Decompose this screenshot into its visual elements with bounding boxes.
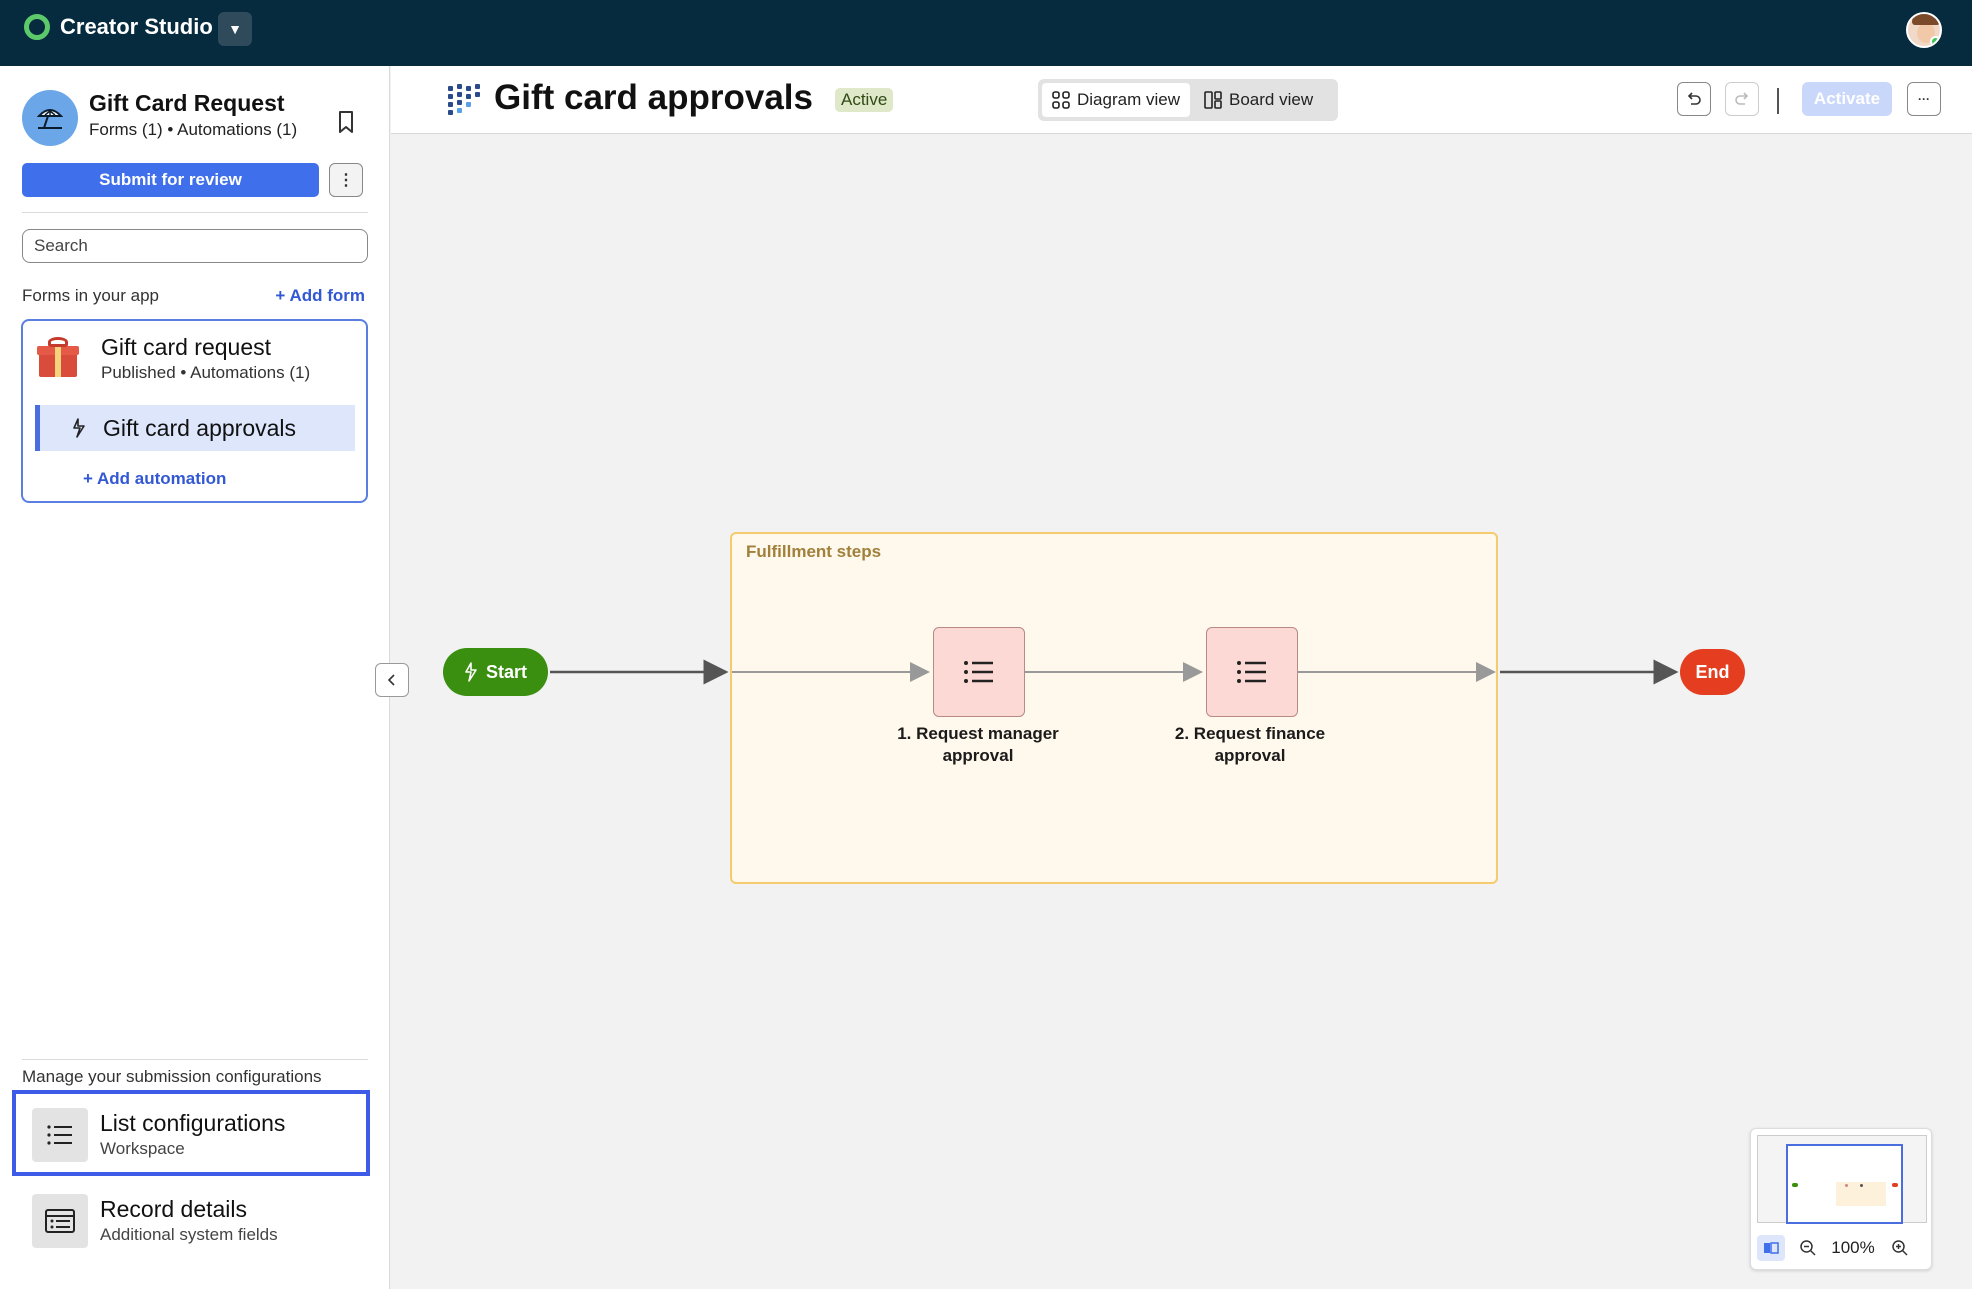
zoom-level: 100% xyxy=(1831,1238,1875,1257)
sidebar: Gift Card Request Forms (1) • Automation… xyxy=(0,66,390,1289)
diagram-icon xyxy=(1052,91,1070,109)
bookmark-icon[interactable] xyxy=(334,108,358,136)
zoom-out-button[interactable] xyxy=(1793,1235,1823,1261)
add-automation-link[interactable]: + Add automation xyxy=(83,469,227,488)
task-list-icon xyxy=(1237,661,1266,683)
top-bar: Creator Studio ▼ xyxy=(0,0,1972,66)
forms-section-label: Forms in your app xyxy=(22,286,159,305)
start-node[interactable]: Start xyxy=(443,648,548,696)
step-node-request-finance-approval[interactable] xyxy=(1206,627,1298,717)
start-label: Start xyxy=(485,661,527,682)
tab-label: Board view xyxy=(1229,90,1314,109)
form-title: Gift card request xyxy=(101,334,272,360)
toolbar-separator xyxy=(1777,88,1779,114)
swimlane-label: Fulfillment steps xyxy=(746,542,882,561)
automation-label: Gift card approvals xyxy=(103,414,297,441)
caret-down-icon: ▼ xyxy=(228,21,242,37)
main-header: Gift card approvals Active Diagram view … xyxy=(391,66,1972,134)
zoom-out-icon xyxy=(1800,1240,1816,1256)
swimlane-fulfillment-steps[interactable] xyxy=(730,532,1498,884)
automation-bolt-icon xyxy=(73,418,85,438)
tab-board-view[interactable]: Board view xyxy=(1194,83,1322,117)
map-icon xyxy=(1764,1242,1779,1254)
minimap-end xyxy=(1892,1183,1898,1187)
brand-name: Creator Studio xyxy=(60,14,213,39)
app-title: Gift Card Request xyxy=(89,90,285,116)
list-configurations-item[interactable]: List configurations Workspace xyxy=(12,1090,370,1176)
app-subtitle: Forms (1) • Automations (1) xyxy=(89,120,298,139)
step-label-line: 1. Request manager xyxy=(897,724,1059,743)
more-options-button[interactable]: ⋮ xyxy=(329,163,363,197)
step-label-line: 2. Request finance xyxy=(1174,724,1326,743)
add-form-link[interactable]: + Add form xyxy=(275,286,365,305)
divider xyxy=(22,1059,368,1060)
more-actions-button[interactable]: ··· xyxy=(1907,82,1941,116)
config-subtitle: Workspace xyxy=(100,1139,185,1158)
config-title: List configurations xyxy=(100,1110,286,1136)
task-list-icon xyxy=(964,661,993,683)
app-switcher-dropdown[interactable]: ▼ xyxy=(218,12,252,46)
minimap: 100% xyxy=(1750,1128,1932,1270)
step-label: 2. Request finance approval xyxy=(1150,723,1350,767)
submit-for-review-button[interactable]: Submit for review xyxy=(22,163,319,197)
undo-icon xyxy=(1687,92,1701,105)
form-subtitle: Published • Automations (1) xyxy=(101,363,311,382)
config-subtitle: Additional system fields xyxy=(100,1225,278,1244)
minimap-step xyxy=(1860,1184,1863,1187)
view-toggle: Diagram view Board view xyxy=(1038,79,1338,121)
brand[interactable]: Creator Studio xyxy=(24,14,213,40)
step-node-request-manager-approval[interactable] xyxy=(933,627,1025,717)
page-title: Gift card approvals xyxy=(494,78,813,117)
form-card[interactable]: Gift card request Published • Automation… xyxy=(21,319,368,503)
search-input[interactable] xyxy=(22,229,368,263)
collapse-sidebar-button[interactable] xyxy=(375,663,409,697)
zoom-in-button[interactable] xyxy=(1885,1235,1915,1261)
list-icon xyxy=(32,1108,88,1162)
brand-logo-icon xyxy=(24,14,50,40)
app-icon xyxy=(22,90,78,146)
zoom-in-icon xyxy=(1892,1240,1908,1256)
minimap-controls: 100% xyxy=(1757,1233,1927,1263)
kebab-icon: ⋮ xyxy=(338,172,354,189)
automation-item-gift-card-approvals[interactable]: Gift card approvals xyxy=(35,405,355,451)
user-avatar[interactable] xyxy=(1906,12,1942,48)
end-node[interactable]: End xyxy=(1680,649,1745,695)
status-badge: Active xyxy=(835,88,894,112)
avatar-hair xyxy=(1912,14,1940,25)
divider xyxy=(22,212,368,213)
minimap-toggle-button[interactable] xyxy=(1757,1235,1785,1261)
bolt-icon xyxy=(465,662,477,682)
redo-button[interactable] xyxy=(1725,82,1759,116)
record-details-item[interactable]: Record details Additional system fields xyxy=(12,1176,370,1262)
minimap-start xyxy=(1792,1183,1798,1187)
beach-umbrella-icon xyxy=(36,109,64,129)
online-status-icon xyxy=(1930,36,1940,46)
redo-icon xyxy=(1735,92,1749,105)
manage-configurations-label: Manage your submission configurations xyxy=(22,1067,322,1086)
step-label-line: approval xyxy=(1214,746,1286,765)
end-label: End xyxy=(1695,661,1730,682)
step-label: 1. Request manager approval xyxy=(878,723,1078,767)
chevron-left-icon xyxy=(387,674,395,686)
tab-label: Diagram view xyxy=(1077,90,1180,109)
gift-icon xyxy=(37,335,79,377)
step-label-line: approval xyxy=(942,746,1014,765)
undo-button[interactable] xyxy=(1677,82,1711,116)
config-title: Record details xyxy=(100,1196,248,1222)
record-details-icon xyxy=(32,1194,88,1248)
minimap-viewport[interactable] xyxy=(1786,1144,1903,1224)
tab-diagram-view[interactable]: Diagram view xyxy=(1042,83,1190,117)
ellipsis-icon: ··· xyxy=(1918,92,1930,106)
activate-button[interactable]: Activate xyxy=(1802,82,1892,116)
automation-flow-icon xyxy=(448,84,480,115)
minimap-step xyxy=(1845,1184,1848,1187)
board-icon xyxy=(1204,91,1222,109)
minimap-frame[interactable] xyxy=(1757,1135,1927,1224)
